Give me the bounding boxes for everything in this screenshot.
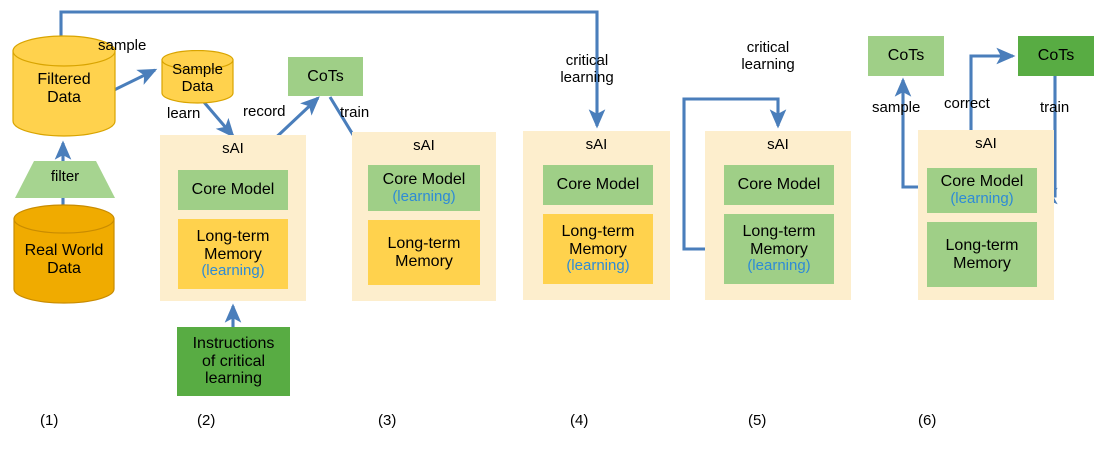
memory-state-stage4: (learning) — [566, 257, 630, 275]
memory-line1-stage2: Long-term — [196, 228, 270, 246]
core-model-label-stage5: Core Model — [737, 176, 821, 194]
filter-trapezoid: filter — [14, 161, 116, 199]
caption-stage-2: (2) — [197, 412, 216, 429]
core-model-state-stage3: (learning) — [392, 187, 456, 205]
sai-title-stage4: sAI — [585, 136, 608, 153]
sai-title-stage2: sAI — [222, 140, 244, 157]
critical-line1-stage4: critical — [565, 52, 609, 69]
filter-trapezoid-shape — [15, 161, 115, 198]
sai-panel-stage4: sAI Core Model Long-term Memory (learnin… — [523, 131, 670, 300]
long-term-memory-stage4: Long-term Memory (learning) — [543, 214, 653, 284]
core-model-stage4: Core Model — [543, 165, 653, 205]
cots-box-corrected-stage6: CoTs — [1018, 36, 1094, 76]
sample-data-line2: Data — [181, 77, 214, 95]
cots-corrected-label: CoTs — [1037, 47, 1075, 65]
real-world-data-label: Real World Data — [13, 242, 115, 277]
core-model-stage6: Core Model (learning) — [927, 168, 1037, 213]
memory-line1-stage4: Long-term — [561, 223, 635, 241]
filtered-data-cylinder-shape — [12, 35, 116, 137]
instructions-line1: Instructions — [192, 335, 275, 353]
sai-panel-stage3: sAI Core Model (learning) Long-term Memo… — [352, 132, 496, 301]
long-term-memory-stage2: Long-term Memory (learning) — [178, 219, 288, 289]
critical-learning-label-stage5: critical learning — [722, 39, 814, 74]
train-label-stage6: train — [1040, 99, 1070, 116]
cots-box-source-stage6: CoTs — [868, 36, 944, 76]
long-term-memory-stage5: Long-term Memory (learning) — [724, 214, 834, 284]
memory-line1-stage5: Long-term — [742, 223, 816, 241]
core-model-state-stage6: (learning) — [950, 190, 1014, 208]
core-model-label-stage2: Core Model — [191, 181, 275, 199]
caption-stage-4: (4) — [570, 412, 589, 429]
sai-panel-stage6: sAI Core Model (learning) Long-term Memo… — [918, 130, 1054, 300]
cots-source-label: CoTs — [887, 47, 925, 65]
cots-box-stage3: CoTs — [288, 57, 363, 96]
long-term-memory-stage3: Long-term Memory — [368, 220, 480, 285]
memory-state-stage2: (learning) — [201, 262, 265, 280]
sample-label-stage2: sample — [98, 37, 147, 54]
sai-title-stage5: sAI — [767, 136, 789, 153]
filtered-data-line2: Data — [47, 88, 81, 106]
instructions-line2: of critical — [201, 352, 266, 370]
real-world-data-line2: Data — [47, 259, 81, 277]
caption-stage-6: (6) — [918, 412, 937, 429]
memory-line2-stage6: Memory — [953, 254, 1011, 272]
instructions-box: Instructions of critical learning — [177, 327, 290, 396]
filtered-data-label: Filtered Data — [12, 71, 116, 106]
real-world-data-line1: Real World — [24, 242, 104, 259]
caption-stage-5: (5) — [748, 412, 767, 429]
memory-state-stage5: (learning) — [747, 257, 811, 275]
real-world-data-cylinder-shape — [13, 204, 115, 304]
sample-data-cylinder-shape — [161, 49, 234, 104]
sai-title-stage3: sAI — [413, 137, 435, 154]
cots-label-stage3: CoTs — [307, 67, 344, 85]
critical-line2-stage4: learning — [560, 68, 614, 86]
critical-learning-label-stage4: critical learning — [541, 52, 633, 87]
long-term-memory-stage6: Long-term Memory — [927, 222, 1037, 287]
sample-data-cylinder: Sample Data — [161, 49, 234, 104]
sai-title-stage6: sAI — [975, 135, 997, 152]
critical-line1-stage5: critical — [746, 39, 790, 56]
filter-label: filter — [50, 168, 80, 185]
critical-line2-stage5: learning — [741, 55, 795, 73]
core-model-label-stage4: Core Model — [556, 176, 640, 194]
core-model-stage5: Core Model — [724, 165, 834, 205]
sai-panel-stage2: sAI Core Model Long-term Memory (learnin… — [160, 135, 306, 301]
sample-data-line1: Sample — [172, 61, 223, 78]
sai-panel-stage5: sAI Core Model Long-term Memory (learnin… — [705, 131, 851, 300]
filtered-data-line1: Filtered — [37, 71, 91, 88]
core-model-stage2: Core Model — [178, 170, 288, 210]
caption-stage-1: (1) — [40, 412, 59, 429]
arrow-learn-sampledata-to-sai — [201, 99, 235, 138]
memory-line2-stage5: Memory — [750, 240, 808, 258]
arrow-sample-filtered-to-sampledata — [109, 68, 158, 94]
sample-label-stage6: sample — [872, 99, 921, 116]
memory-line2-stage2: Memory — [204, 245, 262, 263]
instructions-line3: learning — [205, 370, 262, 388]
record-label: record — [243, 103, 286, 120]
learn-label: learn — [167, 105, 201, 122]
core-model-stage3: Core Model (learning) — [368, 165, 480, 211]
train-label-stage3: train — [340, 104, 370, 121]
real-world-data-cylinder: Real World Data — [13, 204, 115, 304]
caption-stage-3: (3) — [378, 412, 397, 429]
memory-line1-stage3: Long-term — [387, 234, 461, 252]
core-model-label-stage3: Core Model — [382, 170, 466, 188]
filtered-data-cylinder: Filtered Data — [12, 35, 116, 137]
memory-line2-stage3: Memory — [395, 252, 453, 270]
memory-line1-stage6: Long-term — [945, 236, 1019, 254]
memory-line2-stage4: Memory — [569, 240, 627, 258]
core-model-label-stage6: Core Model — [940, 173, 1024, 191]
sample-data-label: Sample Data — [161, 61, 234, 95]
correct-label: correct — [944, 95, 990, 112]
